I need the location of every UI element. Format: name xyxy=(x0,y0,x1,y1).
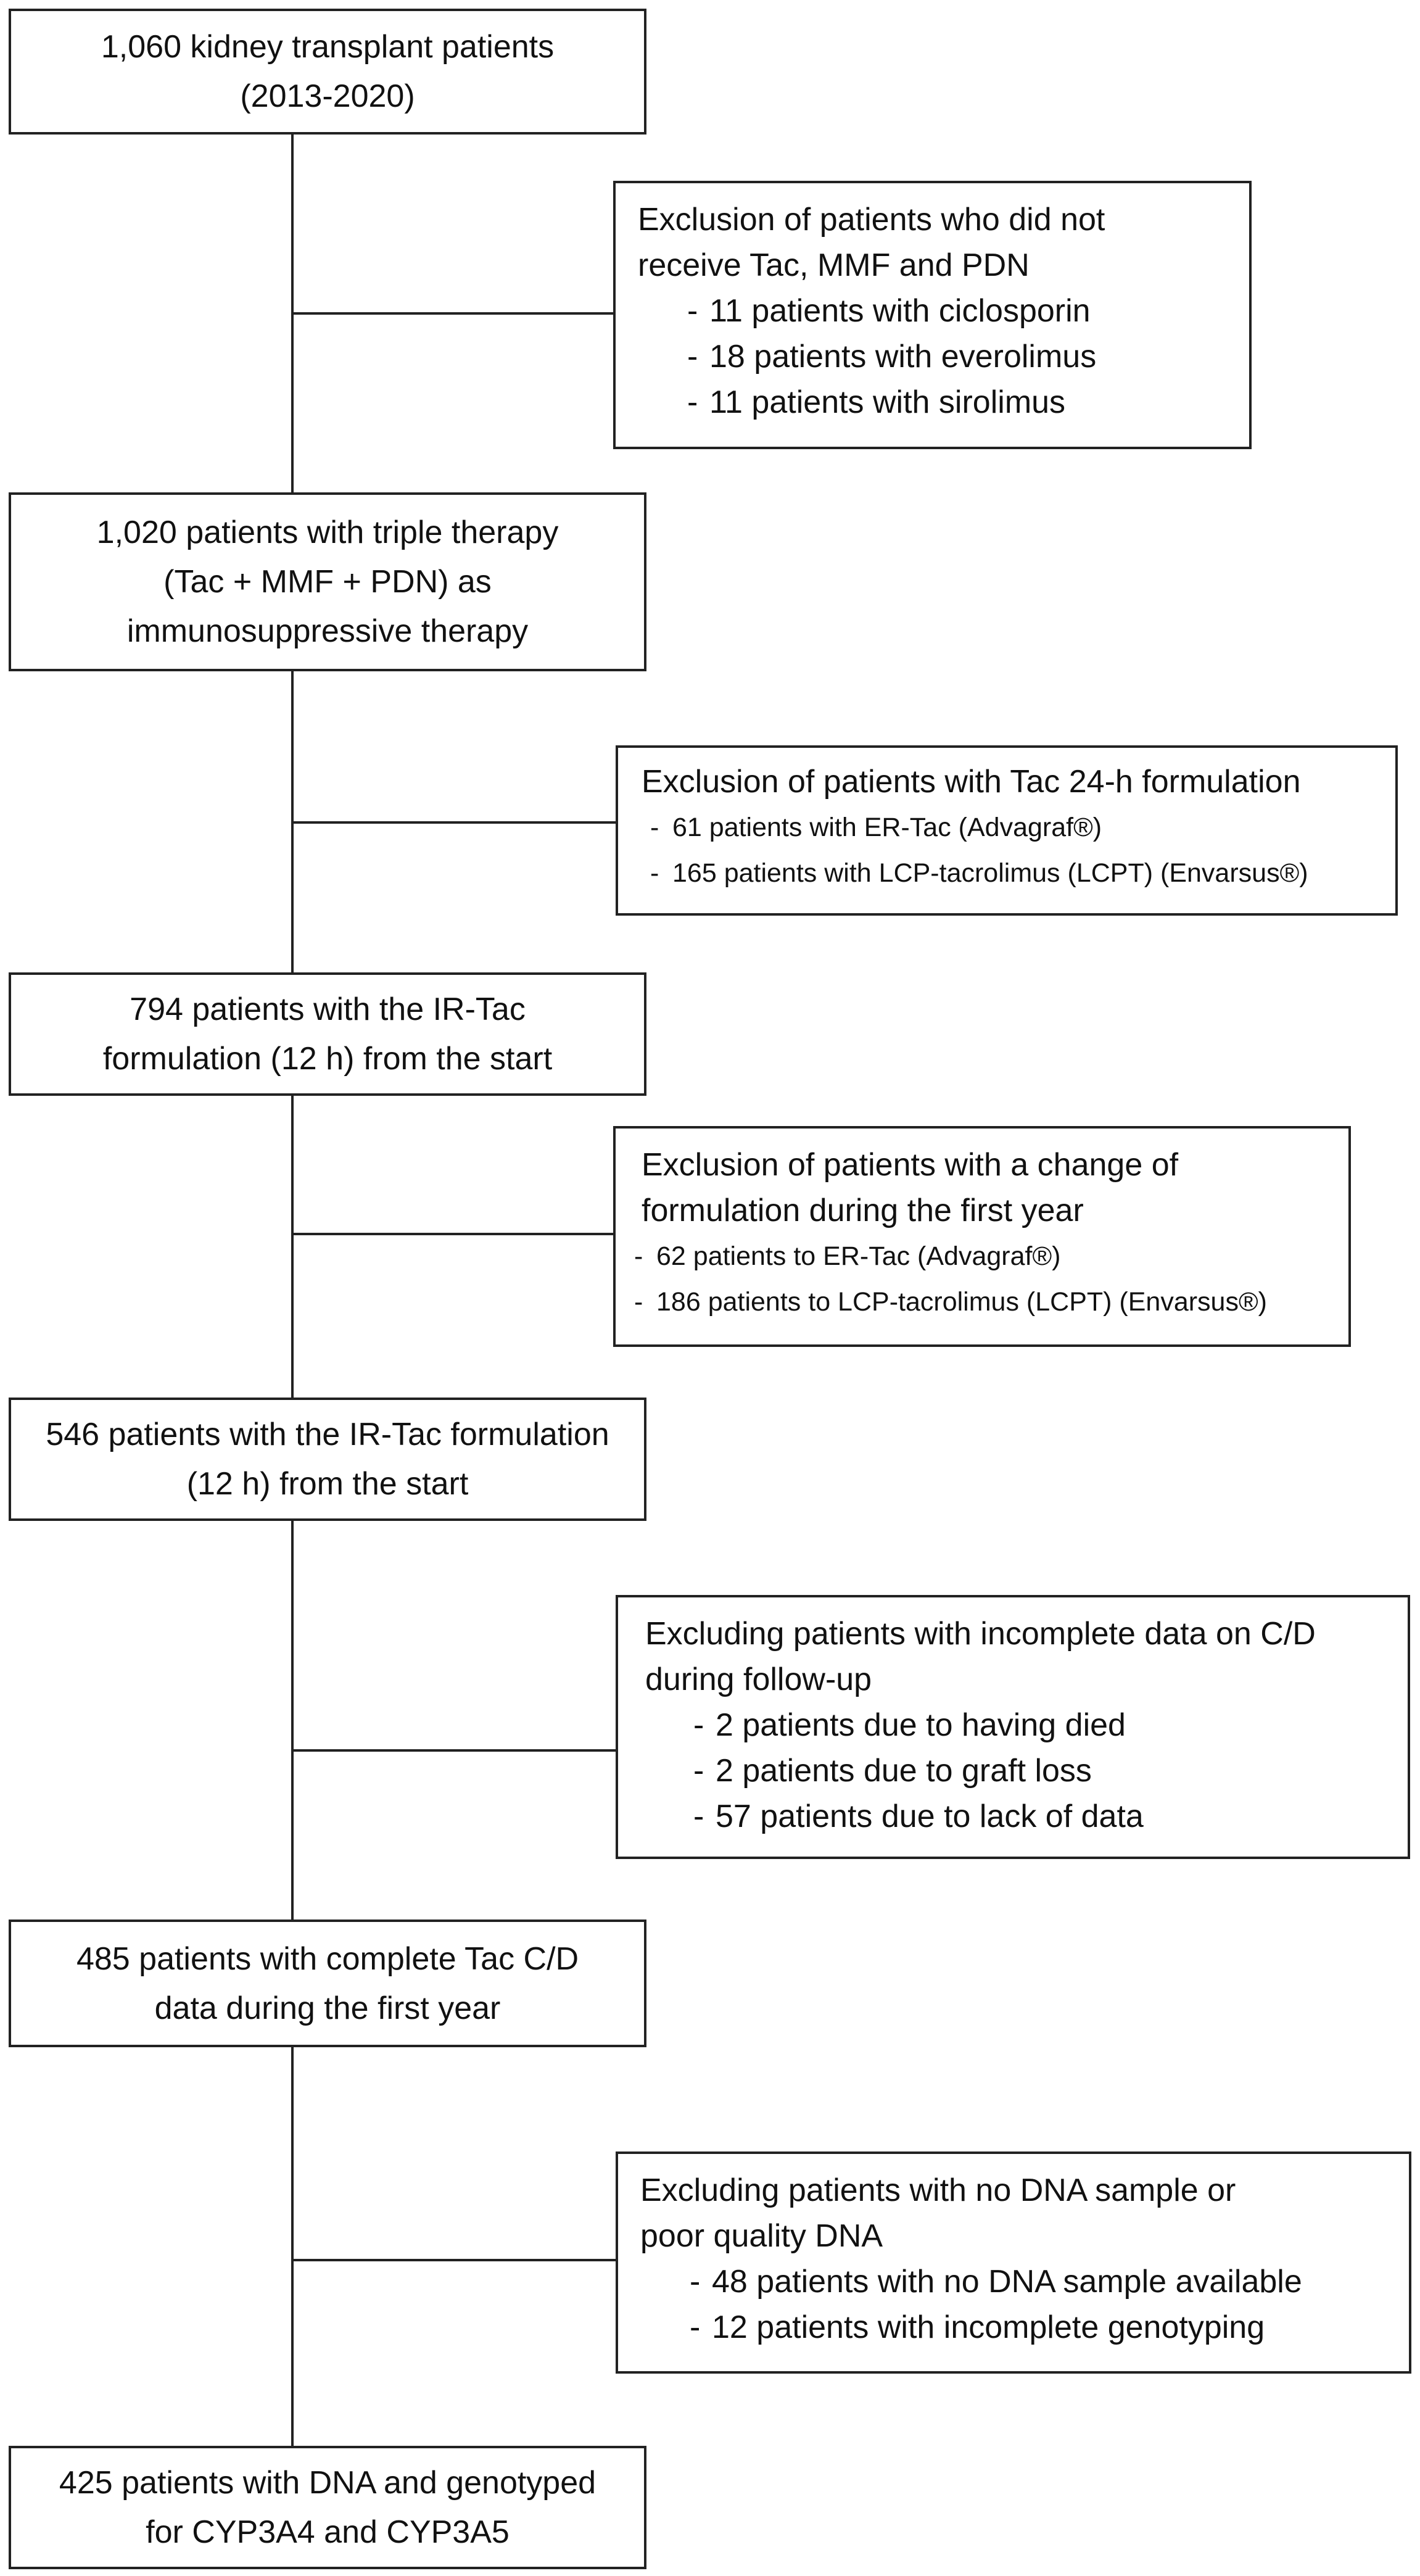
exclusion-item-text: 57 patients due to lack of data xyxy=(716,1799,1144,1834)
step-text-line: for CYP3A4 and CYP3A5 xyxy=(146,2514,510,2550)
step-text-line: 425 patients with DNA and genotyped xyxy=(59,2465,596,2501)
list-dash: - xyxy=(634,1241,643,1271)
exclusion-item: -11 patients with ciclosporin xyxy=(687,288,1249,334)
list-dash: - xyxy=(687,293,698,329)
exclusion-item-text: 2 patients due to having died xyxy=(716,1707,1126,1743)
exclusion-item-text: 2 patients due to graft loss xyxy=(716,1753,1092,1789)
exclusion-item-text: 62 patients to ER-Tac (Advagraf®) xyxy=(656,1241,1061,1271)
flow-step-complete-cd-data: 485 patients with complete Tac C/D data … xyxy=(9,1920,646,2047)
exclusion-box-no-dna: Excluding patients with no DNA sample or… xyxy=(616,2151,1411,2374)
exclusion-item-text: 48 patients with no DNA sample available xyxy=(712,2264,1302,2300)
exclusion-box-other-immunosuppressants: Exclusion of patients who did not receiv… xyxy=(613,181,1252,449)
exclusion-item: -2 patients due to graft loss xyxy=(693,1748,1408,1794)
step-text-line: 485 patients with complete Tac C/D xyxy=(76,1940,579,1977)
step-text-line: 1,060 kidney transplant patients xyxy=(101,29,555,65)
exclusion-box-formulation-change: Exclusion of patients with a change of f… xyxy=(613,1126,1351,1347)
exclusion-item: -2 patients due to having died xyxy=(693,1702,1408,1748)
exclusion-item: -18 patients with everolimus xyxy=(687,334,1249,379)
flow-connector xyxy=(291,1096,294,1398)
step-text-line: formulation (12 h) from the start xyxy=(102,1041,553,1077)
exclusion-item: -48 patients with no DNA sample availabl… xyxy=(690,2259,1409,2305)
exclusion-title: poor quality DNA xyxy=(640,2218,883,2254)
list-dash: - xyxy=(650,858,659,888)
list-dash: - xyxy=(693,1707,704,1743)
exclusion-title: Exclusion of patients with a change of xyxy=(642,1147,1179,1183)
exclusion-list: -62 patients to ER-Tac (Advagraf®) -186 … xyxy=(634,1233,1348,1325)
exclusion-list: -48 patients with no DNA sample availabl… xyxy=(640,2259,1409,2350)
flow-step-triple-therapy: 1,020 patients with triple therapy (Tac … xyxy=(9,492,646,671)
exclusion-title: Excluding patients with no DNA sample or xyxy=(640,2172,1236,2208)
step-text-line: 794 patients with the IR-Tac xyxy=(130,992,526,1027)
flow-connector xyxy=(291,1521,294,1920)
exclusion-box-24h-formulation: Exclusion of patients with Tac 24-h form… xyxy=(616,745,1398,916)
exclusion-connector xyxy=(291,821,617,824)
exclusion-item-text: 11 patients with sirolimus xyxy=(709,384,1066,420)
exclusion-connector xyxy=(291,1233,614,1235)
exclusion-item: -12 patients with incomplete genotyping xyxy=(690,2305,1409,2350)
exclusion-title: during follow-up xyxy=(645,1662,872,1697)
exclusion-item: -57 patients due to lack of data xyxy=(693,1794,1408,1839)
flow-connector xyxy=(291,2047,294,2446)
flow-step-genotyped: 425 patients with DNA and genotyped for … xyxy=(9,2446,646,2569)
step-text-line: (2013-2020) xyxy=(240,78,415,114)
exclusion-item-text: 11 patients with ciclosporin xyxy=(709,293,1091,329)
exclusion-box-incomplete-cd-data: Excluding patients with incomplete data … xyxy=(616,1595,1410,1859)
step-text-line: (Tac + MMF + PDN) as xyxy=(163,564,492,600)
step-text-line: 1,020 patients with triple therapy xyxy=(96,515,559,550)
exclusion-list: -11 patients with ciclosporin -18 patien… xyxy=(638,288,1249,425)
exclusion-item-text: 12 patients with incomplete genotyping xyxy=(712,2309,1265,2345)
list-dash: - xyxy=(634,1287,643,1317)
exclusion-title: Excluding patients with incomplete data … xyxy=(645,1616,1316,1652)
exclusion-title: receive Tac, MMF and PDN xyxy=(638,247,1030,283)
exclusion-list: -61 patients with ER-Tac (Advagraf®) -16… xyxy=(642,805,1395,896)
flow-step-ir-tac-first-year: 546 patients with the IR-Tac formulation… xyxy=(9,1398,646,1521)
list-dash: - xyxy=(650,813,659,842)
step-text-line: 546 patients with the IR-Tac formulation xyxy=(46,1417,609,1452)
exclusion-item-text: 18 patients with everolimus xyxy=(709,339,1097,375)
exclusion-item-text: 61 patients with ER-Tac (Advagraf®) xyxy=(672,813,1102,842)
list-dash: - xyxy=(687,384,698,420)
exclusion-item: -186 patients to LCP-tacrolimus (LCPT) (… xyxy=(634,1279,1348,1325)
exclusion-item: -62 patients to ER-Tac (Advagraf®) xyxy=(634,1233,1348,1279)
exclusion-connector xyxy=(291,1749,617,1752)
exclusion-connector xyxy=(291,312,614,315)
step-text-line: immunosuppressive therapy xyxy=(126,613,529,649)
step-text-line: data during the first year xyxy=(154,1990,501,2026)
list-dash: - xyxy=(690,2309,701,2345)
exclusion-title: Exclusion of patients who did not xyxy=(638,202,1105,238)
list-dash: - xyxy=(687,339,698,375)
flow-step-total-patients: 1,060 kidney transplant patients (2013-2… xyxy=(9,9,646,135)
list-dash: - xyxy=(693,1753,704,1789)
list-dash: - xyxy=(693,1799,704,1834)
exclusion-list: -2 patients due to having died -2 patien… xyxy=(645,1702,1408,1839)
exclusion-title: Exclusion of patients with Tac 24-h form… xyxy=(642,764,1301,800)
exclusion-item-text: 165 patients with LCP-tacrolimus (LCPT) … xyxy=(672,858,1308,888)
exclusion-title: formulation during the first year xyxy=(642,1193,1084,1228)
exclusion-item: -61 patients with ER-Tac (Advagraf®) xyxy=(650,805,1395,850)
exclusion-item-text: 186 patients to LCP-tacrolimus (LCPT) (E… xyxy=(656,1287,1267,1317)
exclusion-connector xyxy=(291,2259,617,2261)
flow-step-ir-tac: 794 patients with the IR-Tac formulation… xyxy=(9,972,646,1096)
exclusion-item: -165 patients with LCP-tacrolimus (LCPT)… xyxy=(650,850,1395,896)
step-text-line: (12 h) from the start xyxy=(186,1466,469,1502)
exclusion-item: -11 patients with sirolimus xyxy=(687,379,1249,425)
list-dash: - xyxy=(690,2264,701,2300)
